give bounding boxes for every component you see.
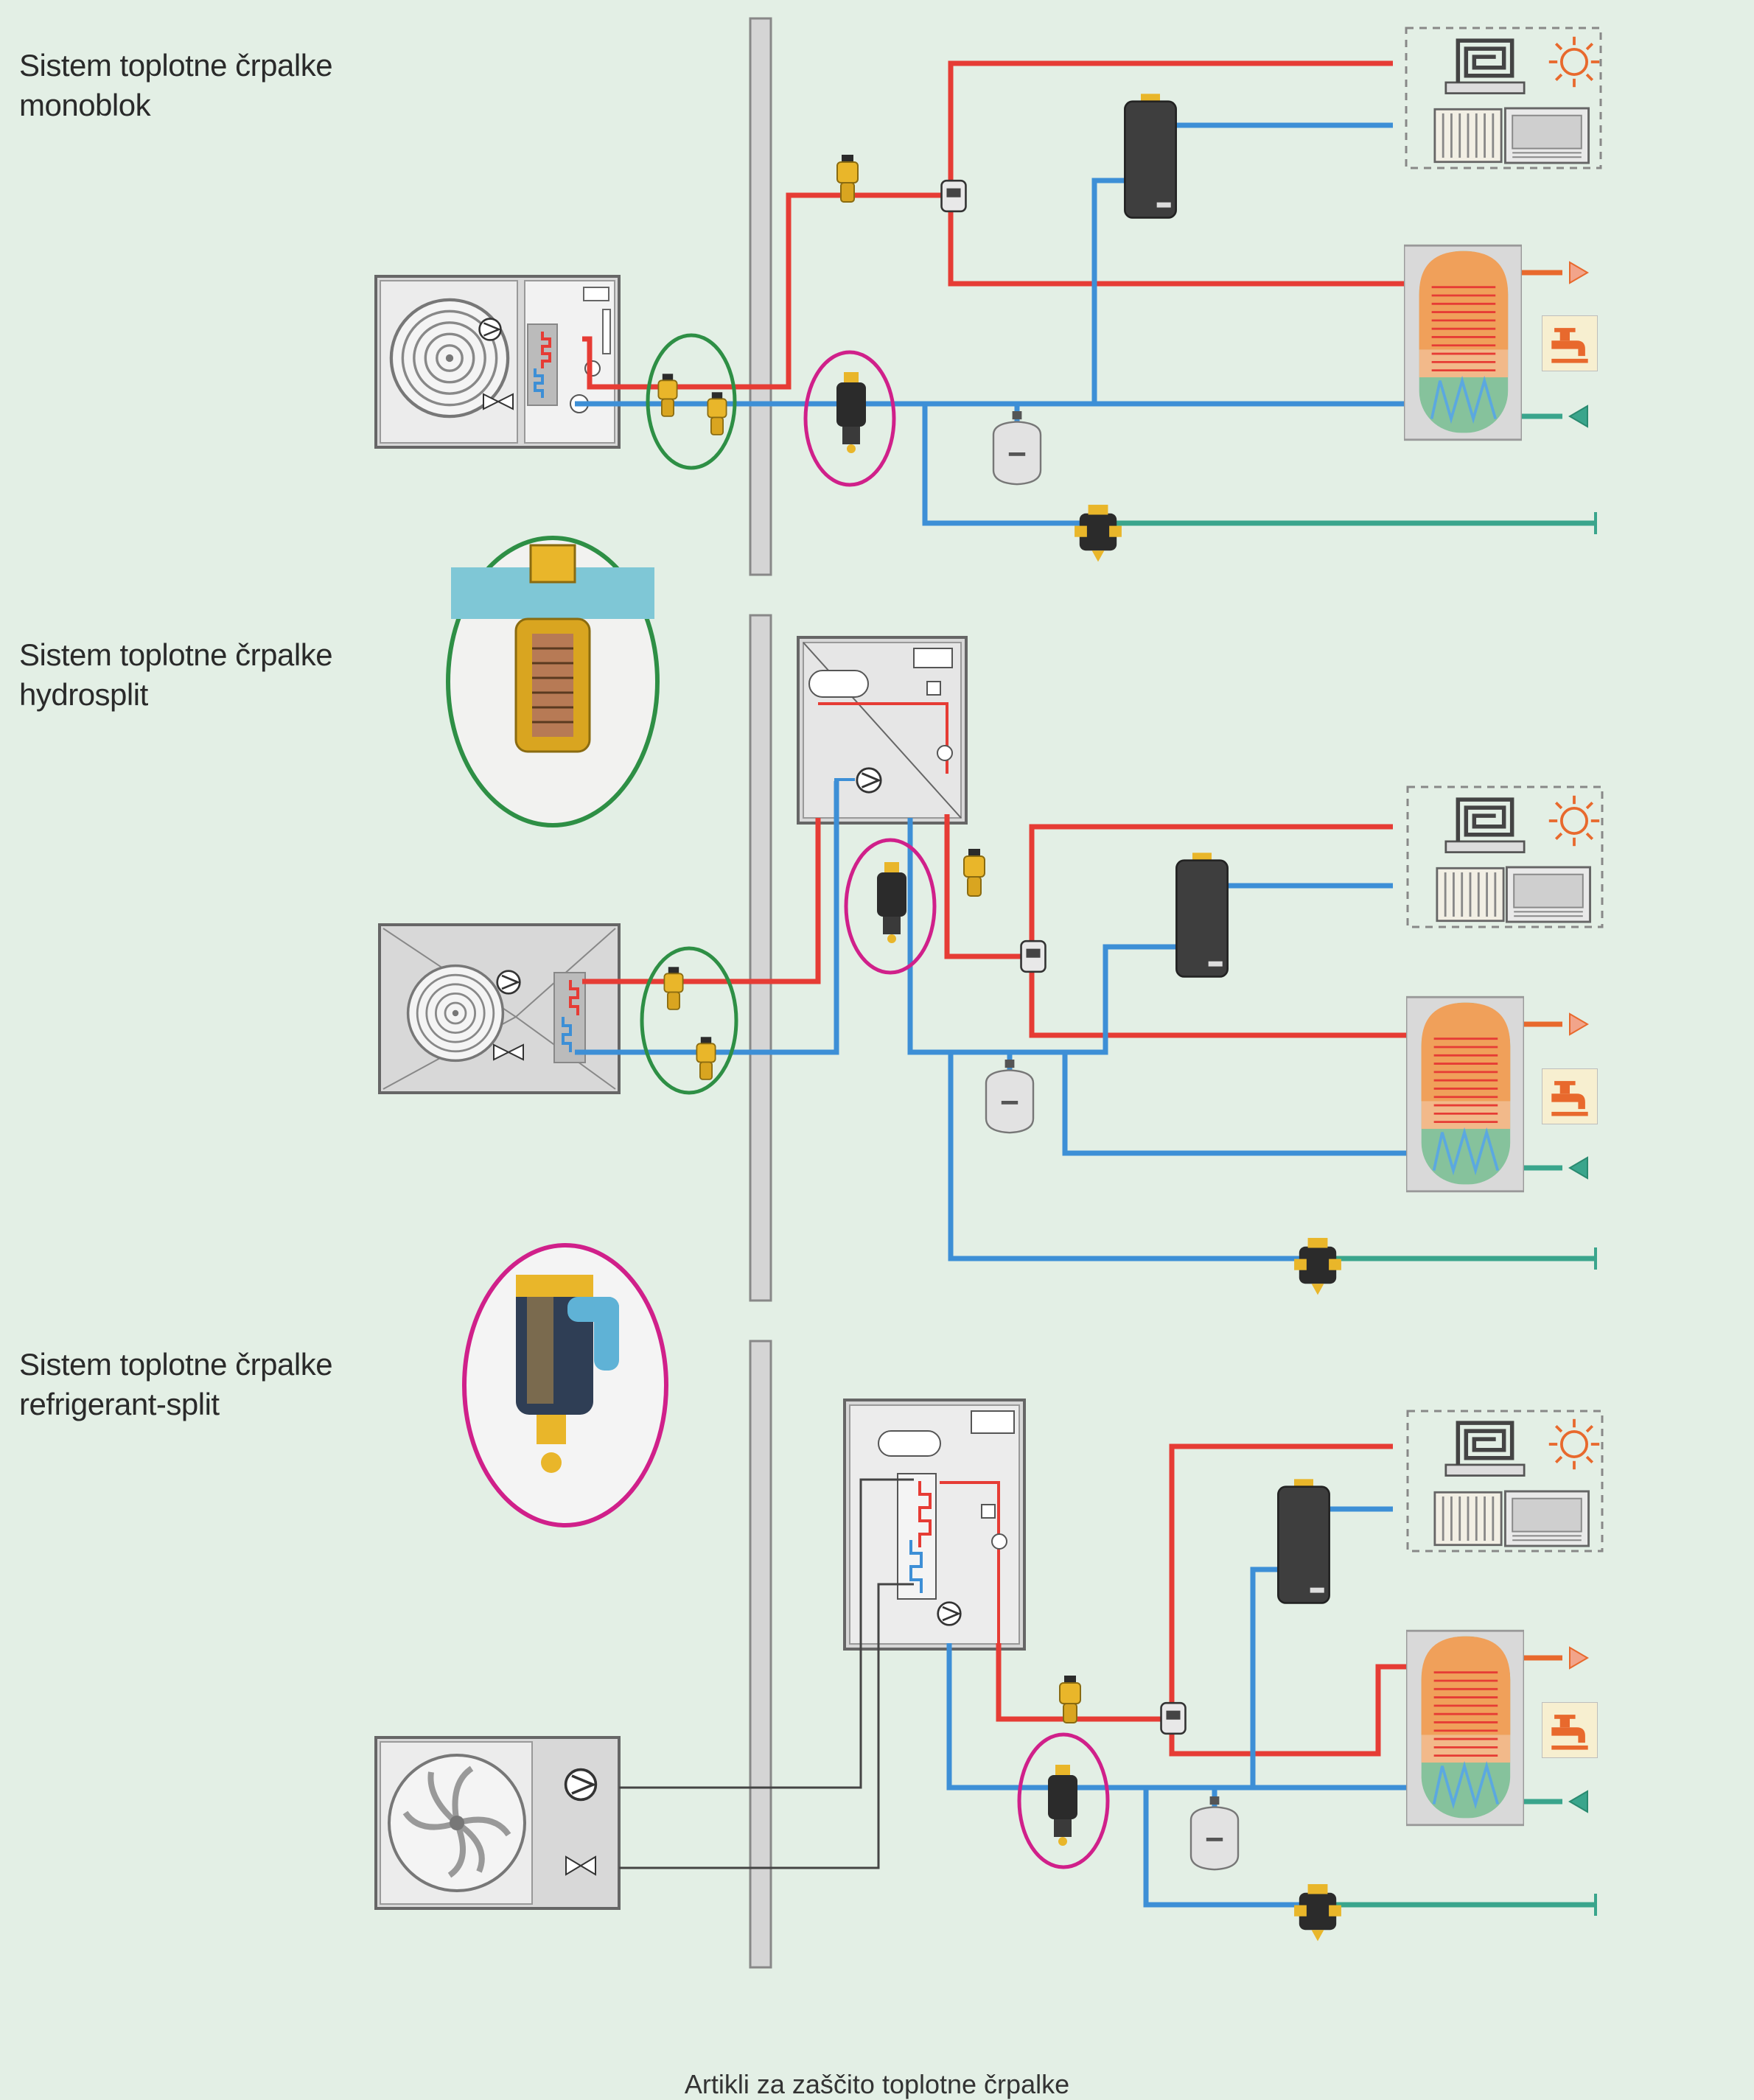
detail-zoom-valve (446, 536, 660, 827)
separator-icon (1048, 1765, 1077, 1846)
section-monoblok (374, 27, 1602, 562)
dhw-tank-icon (1406, 997, 1524, 1191)
buffer-tank-icon (1276, 1477, 1331, 1604)
arrow-in-icon (1568, 1790, 1588, 1813)
pump-icon (856, 767, 882, 794)
radiator-icon (1433, 1491, 1503, 1547)
valve-icon (1059, 1675, 1081, 1723)
pump-icon (1160, 1701, 1187, 1735)
buffer-tank-icon (1175, 851, 1229, 978)
highlight-magenta (803, 350, 896, 487)
arrow-out-icon (1569, 1012, 1589, 1036)
valve-icon (483, 393, 514, 410)
expansion-vessel-icon (985, 1058, 1035, 1134)
pump-icon (940, 179, 967, 213)
outdoor-unit (378, 923, 621, 1094)
dhw-tank-icon (1406, 1631, 1524, 1825)
pump-icon (1020, 939, 1047, 973)
arrow-in-icon (1568, 1156, 1588, 1180)
sun-icon (1547, 1417, 1601, 1471)
buffer-tank-icon (1123, 92, 1178, 219)
section-title-line: Sistem toplotne črpalke (19, 48, 333, 83)
highlight-magenta (1017, 1732, 1110, 1869)
highlight-green (646, 333, 737, 470)
dhw-tank-icon (1404, 245, 1522, 440)
arrow-out-icon (1569, 1646, 1589, 1670)
separator-icon (1294, 1238, 1341, 1295)
detail-zoom-separator (462, 1243, 668, 1527)
wall-2 (749, 614, 772, 1302)
fan-coil-icon (1505, 866, 1592, 923)
pump-icon (478, 318, 502, 341)
outdoor-unit (374, 1736, 621, 1910)
floor-heating-icon (1446, 799, 1524, 853)
section-title-line: hydrosplit (19, 677, 148, 712)
section-title-line: monoblok (19, 88, 151, 122)
radiator-icon (1436, 867, 1505, 923)
valve-icon (565, 1855, 596, 1876)
wall-lines (749, 17, 772, 1969)
indoor-unit (797, 636, 968, 825)
tap-icon (1542, 1068, 1598, 1124)
wall-3 (749, 1340, 772, 1969)
sun-icon (1547, 794, 1601, 848)
section-title-refrigerant-split: Sistem toplotne črpalke refrigerant-spli… (19, 1345, 333, 1424)
section-title-line: Sistem toplotne črpalke (19, 1347, 333, 1382)
pump-icon (496, 970, 521, 995)
tap-icon (1542, 315, 1598, 371)
valve-icon (657, 373, 678, 417)
floor-heating-icon (1446, 41, 1524, 94)
consumers-box (1406, 1410, 1604, 1553)
sun-icon (1547, 35, 1601, 89)
arrow-out-icon (1569, 261, 1589, 284)
valve-icon (493, 1043, 524, 1061)
separator-icon (1294, 1884, 1341, 1942)
pump-icon (937, 1601, 962, 1626)
wall-1 (749, 17, 772, 576)
valve-icon (663, 966, 684, 1010)
fan-coil-icon (1503, 107, 1590, 164)
section-refrigerant-split (374, 1399, 1604, 1942)
expansion-vessel-icon (992, 410, 1042, 486)
consumers-box (1405, 27, 1602, 169)
valve-icon (836, 154, 859, 203)
separator-icon (836, 372, 866, 453)
consumers-box (1406, 785, 1604, 928)
floor-heating-icon (1446, 1423, 1524, 1476)
outdoor-unit (374, 275, 621, 449)
valve-icon (696, 1036, 716, 1080)
fan-icon (406, 964, 505, 1063)
tap-icon (1542, 1702, 1598, 1758)
pump-icon (564, 1768, 598, 1802)
section-hydrosplit (378, 636, 1604, 1295)
highlight-magenta (844, 838, 937, 975)
arrow-in-icon (1568, 405, 1588, 428)
expansion-vessel-icon (1189, 1795, 1240, 1871)
radiator-icon (1433, 108, 1503, 164)
separator-icon (1075, 505, 1122, 562)
separator-icon (877, 862, 906, 943)
valve-icon (963, 848, 985, 897)
valve-icon (707, 391, 727, 435)
highlight-green (640, 946, 738, 1095)
figure-caption: Artikli za zaščito toplotne črpalke (684, 2069, 1070, 2099)
section-title-hydrosplit: Sistem toplotne črpalke hydrosplit (19, 635, 333, 715)
section-title-line: Sistem toplotne črpalke (19, 637, 333, 672)
section-title-monoblok: Sistem toplotne črpalke monoblok (19, 46, 333, 125)
section-title-line: refrigerant-split (19, 1387, 220, 1421)
fan-coil-icon (1503, 1490, 1590, 1547)
indoor-unit (843, 1399, 1026, 1651)
